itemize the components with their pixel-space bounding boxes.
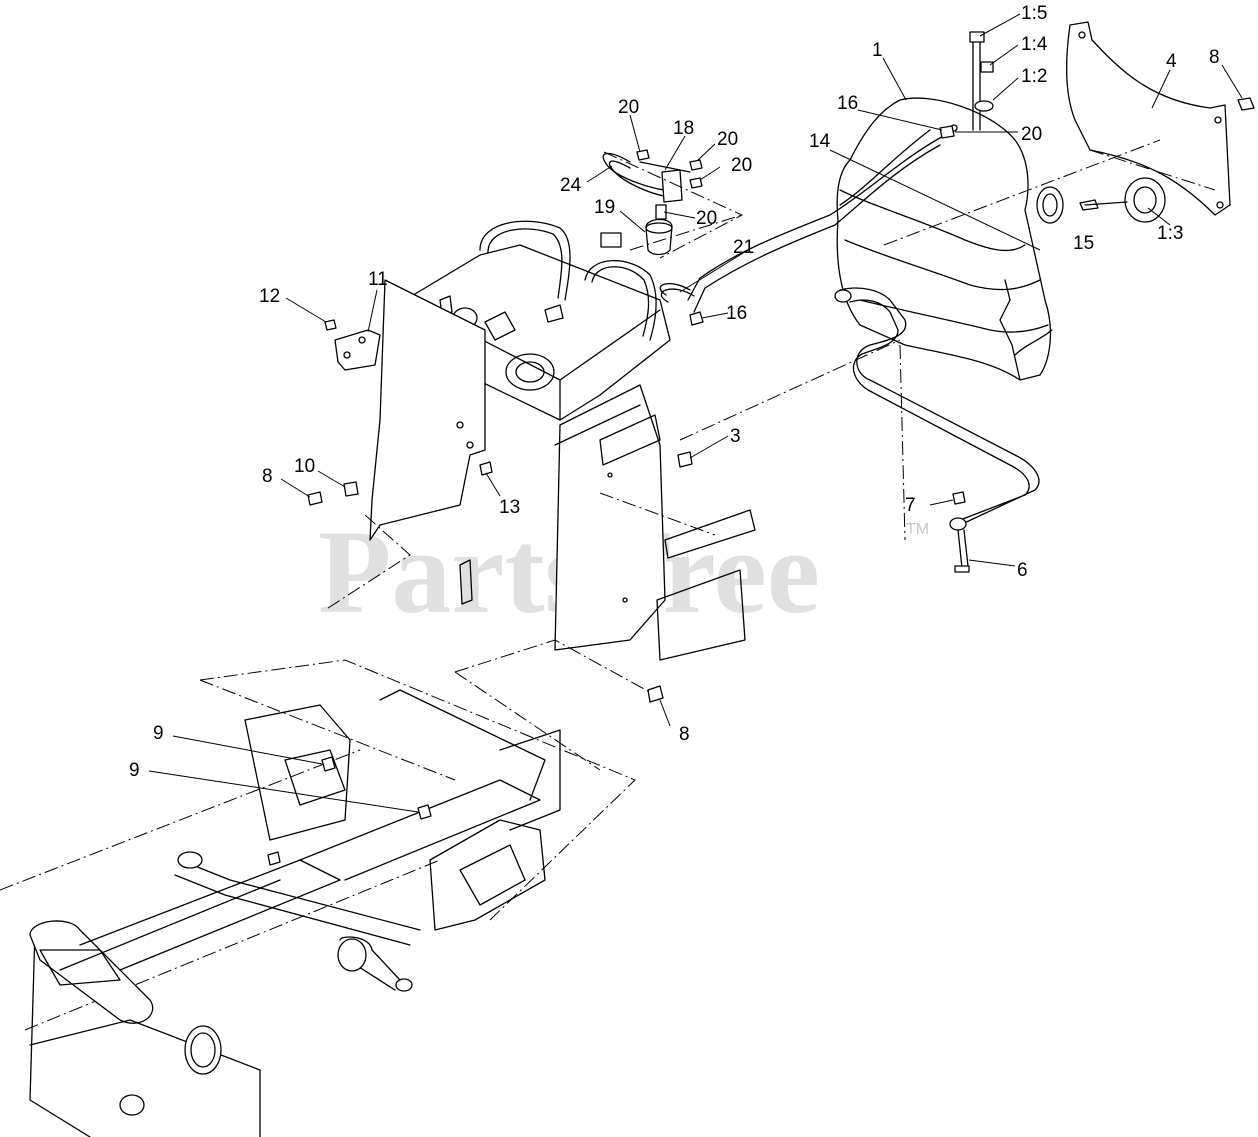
control-console	[369, 220, 756, 661]
callout-15: 15	[1073, 233, 1094, 254]
callout-3: 3	[730, 426, 741, 447]
callout-8-top: 8	[1209, 47, 1220, 68]
callout-4: 4	[1166, 51, 1177, 72]
callout-1-4: 1:4	[1021, 34, 1048, 55]
callout-16-mid: 16	[726, 303, 747, 324]
callout-1-2: 1:2	[1021, 66, 1047, 87]
callout-10: 10	[294, 456, 315, 477]
watermark-trademark: TM	[906, 521, 929, 538]
callout-20-d: 20	[696, 208, 717, 229]
leader-lines	[148, 13, 1243, 813]
callout-1-5: 1:5	[1021, 3, 1047, 24]
tank-bracket	[1066, 21, 1231, 216]
fuel-cap	[1079, 177, 1166, 223]
callout-20-c: 20	[731, 155, 752, 176]
callout-20-b: 20	[717, 129, 738, 150]
callout-20-a: 20	[618, 97, 639, 118]
callout-13: 13	[499, 497, 520, 518]
callout-14: 14	[809, 131, 831, 152]
callout-9-a: 9	[153, 723, 164, 744]
callout-1: 1	[872, 40, 883, 61]
bracket-11	[334, 329, 381, 371]
callout-8-left: 8	[262, 466, 273, 487]
frame	[0, 659, 636, 1137]
callout-7: 7	[905, 495, 916, 516]
callout-16-top: 16	[837, 93, 858, 114]
callout-8-bottom: 8	[679, 724, 690, 745]
callout-21: 21	[733, 237, 754, 258]
callout-6: 6	[1017, 560, 1028, 581]
callout-9-b: 9	[129, 760, 140, 781]
callout-20-tank: 20	[1021, 124, 1042, 145]
callout-19: 19	[594, 197, 615, 218]
callout-12: 12	[259, 286, 280, 307]
callout-1-3: 1:3	[1157, 223, 1183, 244]
callout-24: 24	[560, 175, 582, 196]
fuel-tank	[836, 97, 1064, 381]
callout-18: 18	[673, 118, 694, 139]
callout-11: 11	[368, 269, 388, 290]
